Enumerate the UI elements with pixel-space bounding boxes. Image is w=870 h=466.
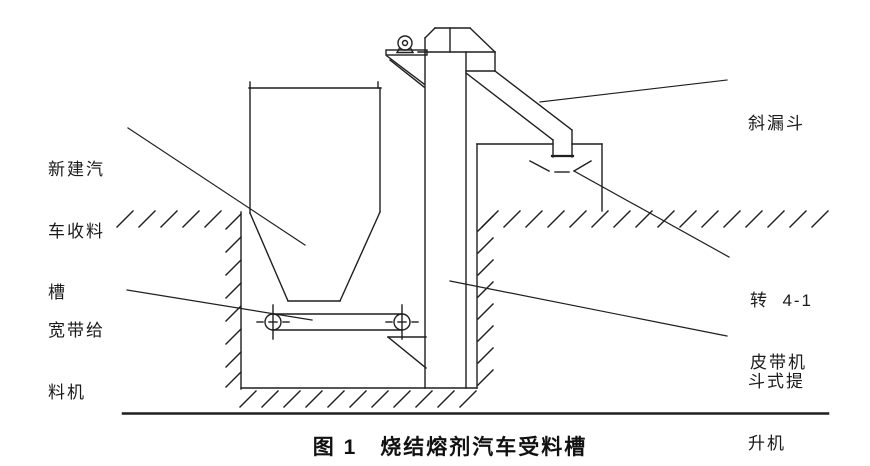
leader-feeder-label xyxy=(126,289,313,321)
leader-inclined-funnel-label xyxy=(539,79,728,103)
truck-hopper-outline xyxy=(248,81,382,302)
label-bucket-elevator: 斗式提 升机 xyxy=(748,331,805,466)
belt-head-symbol xyxy=(529,160,592,173)
label-line: 斜漏斗 xyxy=(748,114,805,133)
label-line: 皮带机 xyxy=(750,352,807,372)
label-line: 新建汽 xyxy=(48,160,105,179)
pit-floor-hatching xyxy=(239,390,477,408)
label-line: 槽 xyxy=(48,283,67,302)
pit-wall-hatching-left xyxy=(225,213,242,388)
leader-transfer-belt-label xyxy=(573,170,730,258)
label-line: 料机 xyxy=(48,382,86,402)
pit-outline xyxy=(240,143,478,390)
feeder-discharge-chute xyxy=(387,336,427,369)
ground-hatching-left xyxy=(116,210,222,228)
label-inclined-funnel: 斜漏斗 xyxy=(748,73,805,176)
label-line: 宽带给 xyxy=(48,321,105,340)
bucket-elevator-drawing xyxy=(385,27,496,389)
figure-caption: 图 1 烧结熔剂汽车受料槽 xyxy=(312,436,588,459)
label-line: 车收料 xyxy=(48,221,105,241)
label-transfer-belt: 转 4-1 皮带机 xyxy=(750,250,813,414)
pit-wall-hatching-right xyxy=(477,215,494,386)
leader-bucket-elevator-label xyxy=(449,280,728,337)
label-line: 斗式提 xyxy=(748,372,805,391)
ground-hatching-right xyxy=(481,210,829,228)
label-line: 转 4-1 xyxy=(750,291,814,310)
inclined-funnel-drawing xyxy=(465,70,575,158)
label-belt-feeder: 宽带给 料机 xyxy=(48,280,105,444)
elevator-motor xyxy=(395,35,415,54)
transfer-bin-drawing xyxy=(476,143,603,212)
label-line: 升机 xyxy=(748,433,786,453)
label-truck-hopper: 新建汽 车收料 槽 xyxy=(48,119,105,345)
belt-feeder-drawing xyxy=(256,304,419,340)
leader-hopper-label xyxy=(127,127,306,246)
